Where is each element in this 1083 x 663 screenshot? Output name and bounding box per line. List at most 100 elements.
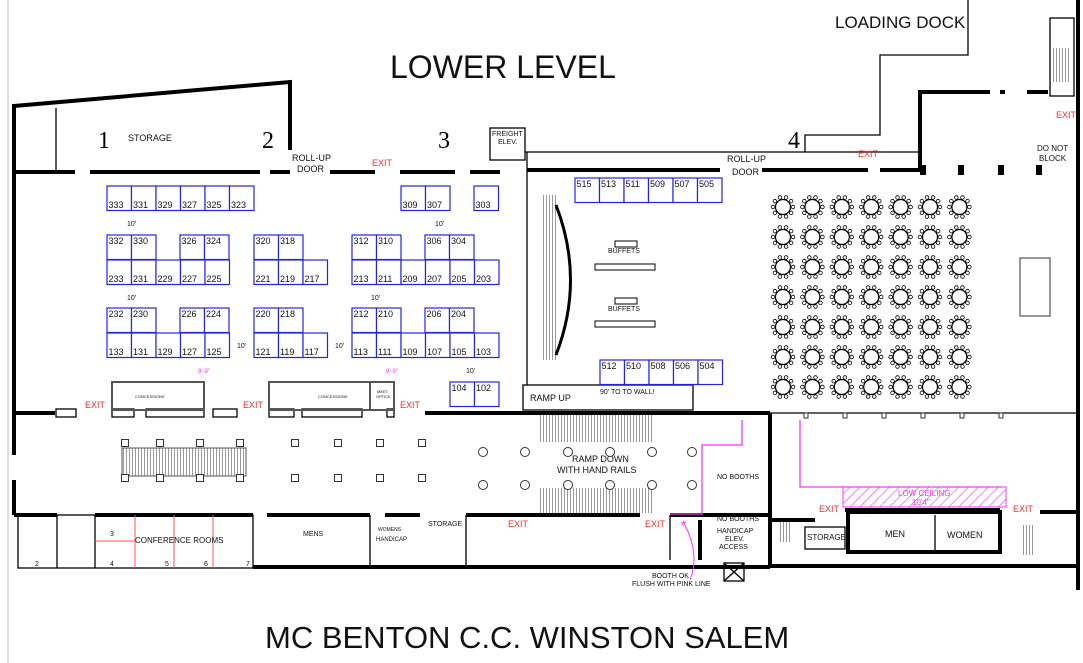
booth-508[interactable]: 508 [648,359,675,386]
booth-133[interactable]: 133 [106,332,133,359]
booth-331[interactable]: 331 [130,185,157,212]
booth-326[interactable]: 326 [179,234,206,261]
booth-332[interactable]: 332 [106,234,133,261]
ramp-down-label-2: WITH HAND RAILS [557,465,637,475]
booth-512[interactable]: 512 [599,359,626,386]
booth-205[interactable]: 205 [449,259,476,286]
booth-226[interactable]: 226 [179,307,206,334]
booth-121[interactable]: 121 [253,332,280,359]
booth-231[interactable]: 231 [130,259,157,286]
booth-211[interactable]: 211 [375,259,402,286]
booth-number: 227 [182,274,197,284]
booth-number: 133 [109,347,124,357]
round-table [800,195,825,219]
booth-513[interactable]: 513 [598,177,625,204]
booth-number: 224 [206,309,221,319]
booth-230[interactable]: 230 [130,307,157,334]
booth-220[interactable]: 220 [253,307,280,334]
columns [121,240,1004,490]
booth-320[interactable]: 320 [253,234,280,261]
round-table [859,195,884,219]
booth-509[interactable]: 509 [647,177,674,204]
booth-306[interactable]: 306 [424,234,451,261]
booth-323[interactable]: 323 [228,185,255,212]
aisle-label: 10' [371,295,380,302]
booth-204[interactable]: 204 [448,307,475,334]
booth-506[interactable]: 506 [672,359,699,386]
booth-212[interactable]: 212 [351,307,378,334]
booth-125[interactable]: 125 [204,332,231,359]
freight-elev-label: FREIGHT [492,131,523,138]
aisle-label: 10' [435,221,444,228]
booth-227[interactable]: 227 [179,259,206,286]
round-table [859,375,884,399]
column [291,439,299,447]
booth-329[interactable]: 329 [155,185,182,212]
booth-325[interactable]: 325 [204,185,231,212]
booth-303[interactable]: 303 [473,185,500,212]
booth-515[interactable]: 515 [574,177,601,204]
booth-117[interactable]: 117 [302,332,329,359]
booth-109[interactable]: 109 [400,332,427,359]
booth-333[interactable]: 333 [106,185,133,212]
booth-210[interactable]: 210 [375,307,402,334]
booth-119[interactable]: 119 [277,332,304,359]
pillar [478,447,488,457]
booth-330[interactable]: 330 [130,234,157,261]
booth-233[interactable]: 233 [106,259,133,286]
exit-label: EXIT [400,400,421,410]
exit-label: EXIT [858,149,879,159]
booth-107[interactable]: 107 [424,332,451,359]
booth-218[interactable]: 218 [277,307,304,334]
pillar [687,447,697,457]
booth-203[interactable]: 203 [473,259,500,286]
booth-229[interactable]: 229 [155,259,182,286]
pillar [520,447,530,457]
booth-number: 121 [256,347,271,357]
booth-224[interactable]: 224 [203,307,230,334]
booth-217[interactable]: 217 [302,259,329,286]
booth-327[interactable]: 327 [179,185,206,212]
booth-number: 509 [650,179,665,189]
booth-number: 230 [133,309,148,319]
booth-111[interactable]: 111 [375,332,402,359]
booth-511[interactable]: 511 [623,177,650,204]
round-table [947,255,972,279]
booth-131[interactable]: 131 [130,332,157,359]
booth-507[interactable]: 507 [672,177,699,204]
booth-213[interactable]: 213 [351,259,378,286]
booth-510[interactable]: 510 [623,359,650,386]
booth-129[interactable]: 129 [155,332,182,359]
booth-309[interactable]: 309 [400,185,427,212]
round-table [859,255,884,279]
booth-number: 508 [651,361,666,371]
booth-304[interactable]: 304 [448,234,475,261]
booth-307[interactable]: 307 [424,185,451,212]
booth-105[interactable]: 105 [449,332,476,359]
booth-225[interactable]: 225 [204,259,231,286]
booth-505[interactable]: 505 [696,177,723,204]
booth-324[interactable]: 324 [203,234,230,261]
booth-127[interactable]: 127 [179,332,206,359]
booth-104[interactable]: 104 [449,381,476,408]
booth-103[interactable]: 103 [473,332,500,359]
booth-310[interactable]: 310 [375,234,402,261]
round-table [829,285,854,309]
booth-312[interactable]: 312 [351,234,378,261]
round-table [859,315,884,339]
booth-209[interactable]: 209 [400,259,427,286]
booth-504[interactable]: 504 [697,359,724,386]
booth-207[interactable]: 207 [424,259,451,286]
booth-221[interactable]: 221 [253,259,280,286]
booth-113[interactable]: 113 [351,332,378,359]
booth-232[interactable]: 232 [106,307,133,334]
booth-219[interactable]: 219 [277,259,304,286]
booth-number: 119 [280,347,294,357]
booth-318[interactable]: 318 [277,234,304,261]
booth-number: 207 [427,274,442,284]
rollup-door-1: ROLL-UP [292,153,331,163]
no-booths-label-2: NO BOOTHS [717,516,759,523]
column [998,412,1004,419]
booth-102[interactable]: 102 [473,381,500,408]
booth-206[interactable]: 206 [424,307,451,334]
